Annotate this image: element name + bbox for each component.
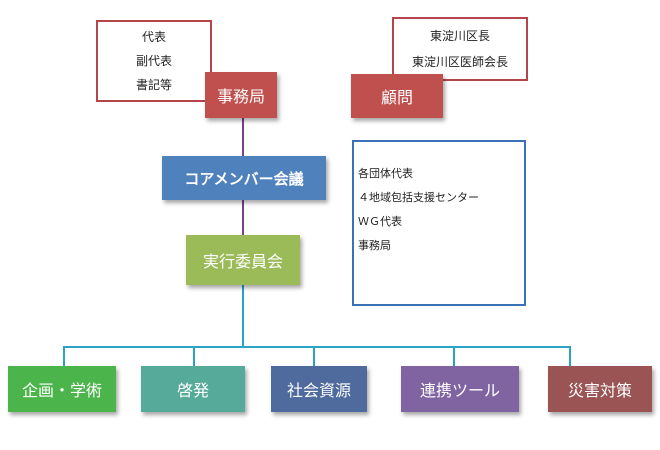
member-list-note: 各団体代表 ４地域包括支援センター ＷＧ代表 事務局 [352,140,526,306]
connector-secretariat-core [242,118,244,156]
group-planning-label: 企画・学術 [21,381,102,400]
leadership-note-line: 代表 [141,30,166,44]
member-list-line: ＷＧ代表 [358,215,402,228]
connector-drop-2 [193,346,195,366]
advisor-note: 東淀川区長 東淀川区医師会長 [392,17,528,81]
advisor-note-line: 東淀川区医師会長 [411,55,508,69]
leadership-note: 代表 副代表 書記等 [96,20,212,102]
advisor-label: 顧問 [380,88,413,107]
group-tools-box: 連携ツール [401,366,519,412]
leadership-note-line: 書記等 [135,78,172,92]
group-resources-box: 社会資源 [271,366,367,412]
member-list-line: ４地域包括支援センター [358,191,479,204]
member-list-line: 事務局 [358,239,391,252]
connector-drop-5 [569,346,571,366]
connector-drop-1 [63,346,65,366]
advisor-box: 顧問 [351,74,443,118]
secretariat-label: 事務局 [216,87,265,106]
group-resources-label: 社会資源 [286,381,351,400]
core-meeting-box: コアメンバー会議 [162,156,326,200]
group-tools-label: 連携ツール [419,381,500,400]
connector-executive-trunk [242,285,244,348]
group-awareness-box: 啓発 [141,366,245,412]
leadership-note-line: 副代表 [135,54,172,68]
advisor-note-line: 東淀川区長 [429,29,490,43]
group-disaster-label: 災害対策 [567,381,632,400]
group-disaster-box: 災害対策 [548,366,652,412]
connector-core-executive [242,200,244,235]
executive-committee-box: 実行委員会 [186,235,300,285]
group-awareness-label: 啓発 [176,381,209,400]
connector-horizontal-bus [63,346,571,348]
connector-drop-4 [453,346,455,366]
member-list-line: 各団体代表 [358,167,413,180]
connector-drop-3 [313,346,315,366]
core-meeting-label: コアメンバー会議 [184,169,304,188]
group-planning-box: 企画・学術 [8,366,116,412]
secretariat-box: 事務局 [205,72,277,118]
executive-committee-label: 実行委員会 [202,252,283,271]
